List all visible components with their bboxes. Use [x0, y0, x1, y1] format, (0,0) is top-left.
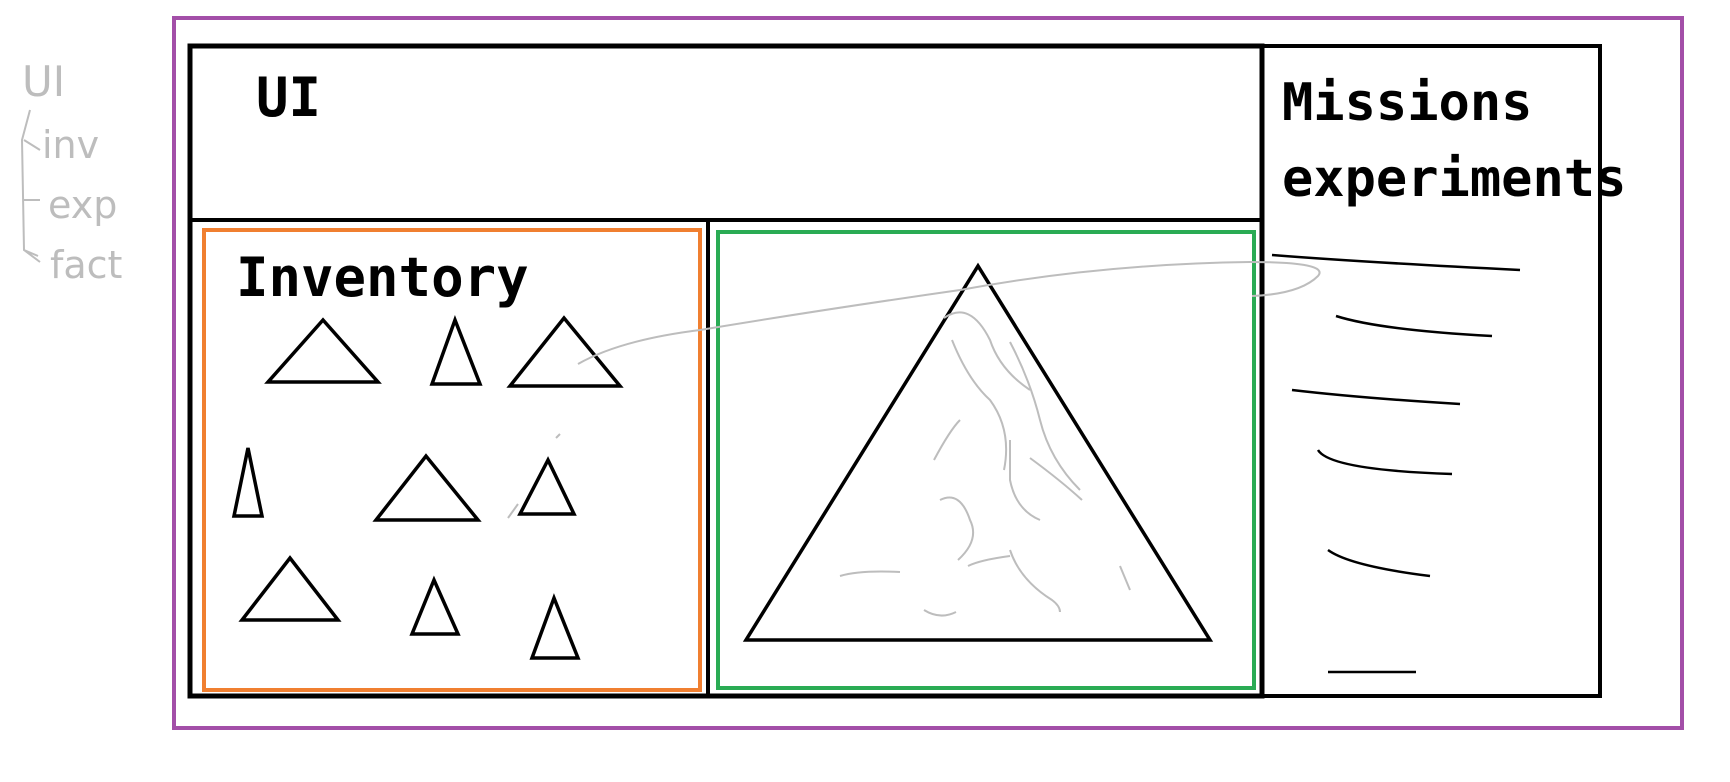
inventory-label: Inventory [236, 246, 529, 309]
triangle-icon [409, 575, 461, 636]
inventory-scribble [507, 433, 561, 519]
side-panel-label-line-2: experiments [1282, 149, 1626, 209]
triangle-icon [506, 315, 624, 388]
inventory-panel [202, 228, 702, 692]
side-panel-label-line-1: Missions [1282, 73, 1532, 133]
margin-note-line-2: inv [42, 123, 99, 167]
triangle-icon [372, 453, 482, 522]
triangle-icon [238, 555, 342, 622]
margin-note-line-1: UI [22, 57, 65, 106]
outer-frame [172, 16, 1684, 730]
list-line [1291, 388, 1461, 406]
list-line [1327, 548, 1431, 578]
triangle-icon [517, 456, 577, 516]
list-line [1316, 449, 1453, 476]
connector-line [577, 260, 1321, 365]
triangle-icon [264, 317, 382, 384]
triangle-icon [231, 447, 265, 518]
viewport-panel [716, 230, 1256, 690]
margin-note-line-4: fact [50, 243, 122, 287]
triangle-icon [529, 593, 581, 660]
list-line [1335, 314, 1493, 338]
triangle-icon [429, 315, 483, 386]
triangle-icon [742, 262, 1214, 642]
side-panel-list [1271, 253, 1521, 674]
header-label: UI [256, 66, 321, 129]
margin-note-line-3: exp [48, 183, 117, 227]
viewport-scribble [839, 311, 1131, 617]
margin-note-bracket [20, 109, 41, 263]
main-frame [187, 43, 1265, 699]
side-panel [1260, 44, 1602, 698]
list-line [1271, 253, 1521, 272]
margin-note: UI inv exp fact [20, 57, 122, 287]
inventory-items [231, 315, 624, 660]
